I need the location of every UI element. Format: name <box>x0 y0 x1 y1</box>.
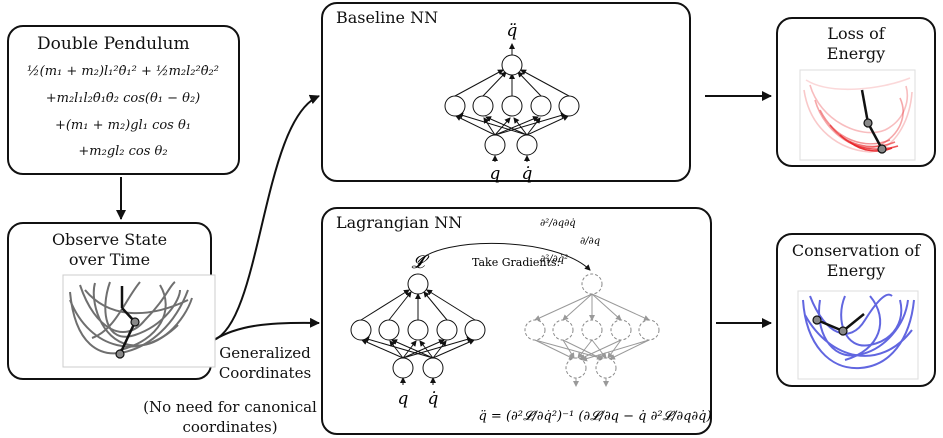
loss-title-1: Loss of <box>827 24 885 43</box>
gradient-nodes <box>524 273 660 379</box>
canonical-note-1: (No need for canonical <box>143 398 317 416</box>
arrow-observe-to-lagrangian <box>213 317 320 341</box>
conservation-title-1: Conservation of <box>791 241 921 260</box>
lagrangian-eq-line-2: +m₂l₁l₂θ̇₁θ̇₂ cos(θ₁ − θ₂) <box>45 91 201 106</box>
lagrangian-eq-line-1: ½(m₁ + m₂)l₁²θ̇₁² + ½m₂l₂²θ̇₂² <box>27 64 219 79</box>
grad-qqdot-label: ∂²/∂q∂q̇ <box>540 218 576 229</box>
qddot-equation: q̈ = (∂²𝓛/∂q̇²)⁻¹ (∂𝓛/∂q − q̇ ∂²𝓛/∂q∂q̇) <box>478 409 711 424</box>
lagrangian-nn-title: Lagrangian NN <box>336 213 463 232</box>
arrow-observe-to-baseline <box>213 94 320 341</box>
lagrangian-network <box>360 242 591 385</box>
lagrangian-input-q: q <box>398 389 409 409</box>
grad-q-label: ∂/∂q <box>580 236 600 247</box>
baseline-nodes <box>444 54 580 156</box>
conservation-trajectory-image <box>797 290 919 380</box>
generalized-label-2: Coordinates <box>218 364 312 382</box>
baseline-input-q: q <box>490 164 501 184</box>
generalized-label-1: Generalized <box>219 344 311 362</box>
observe-state-title-2: over Time <box>68 250 151 269</box>
double-pendulum-box <box>7 25 240 175</box>
gradient-network <box>534 293 650 387</box>
baseline-nn-box <box>321 2 691 182</box>
canonical-note-2: coordinates) <box>182 418 278 436</box>
lagrangian-eq-line-4: +m₂gl₂ cos θ₂ <box>78 144 168 159</box>
double-pendulum-title: Double Pendulum <box>37 34 190 54</box>
loss-trajectory-image <box>799 69 916 161</box>
take-gradients-label: Take Gradients: <box>472 256 560 269</box>
lagrangian-eq-line-3: +(m₁ + m₂)gl₁ cos θ₁ <box>54 118 192 133</box>
baseline-input-qdot: q̇ <box>522 164 533 184</box>
baseline-output-label: q̈ <box>507 21 518 41</box>
baseline-network <box>454 43 570 162</box>
observe-state-title-1: Observe State <box>51 230 168 249</box>
lagrangian-input-qdot: q̇ <box>428 389 439 409</box>
grad-qdot2-label: ∂²/∂q̇² <box>540 254 568 265</box>
loss-title-2: Energy <box>826 44 886 63</box>
lagrangian-nodes <box>350 273 486 379</box>
observe-trajectory-image <box>62 274 216 368</box>
conservation-title-2: Energy <box>826 261 886 280</box>
baseline-nn-title: Baseline NN <box>336 8 439 27</box>
